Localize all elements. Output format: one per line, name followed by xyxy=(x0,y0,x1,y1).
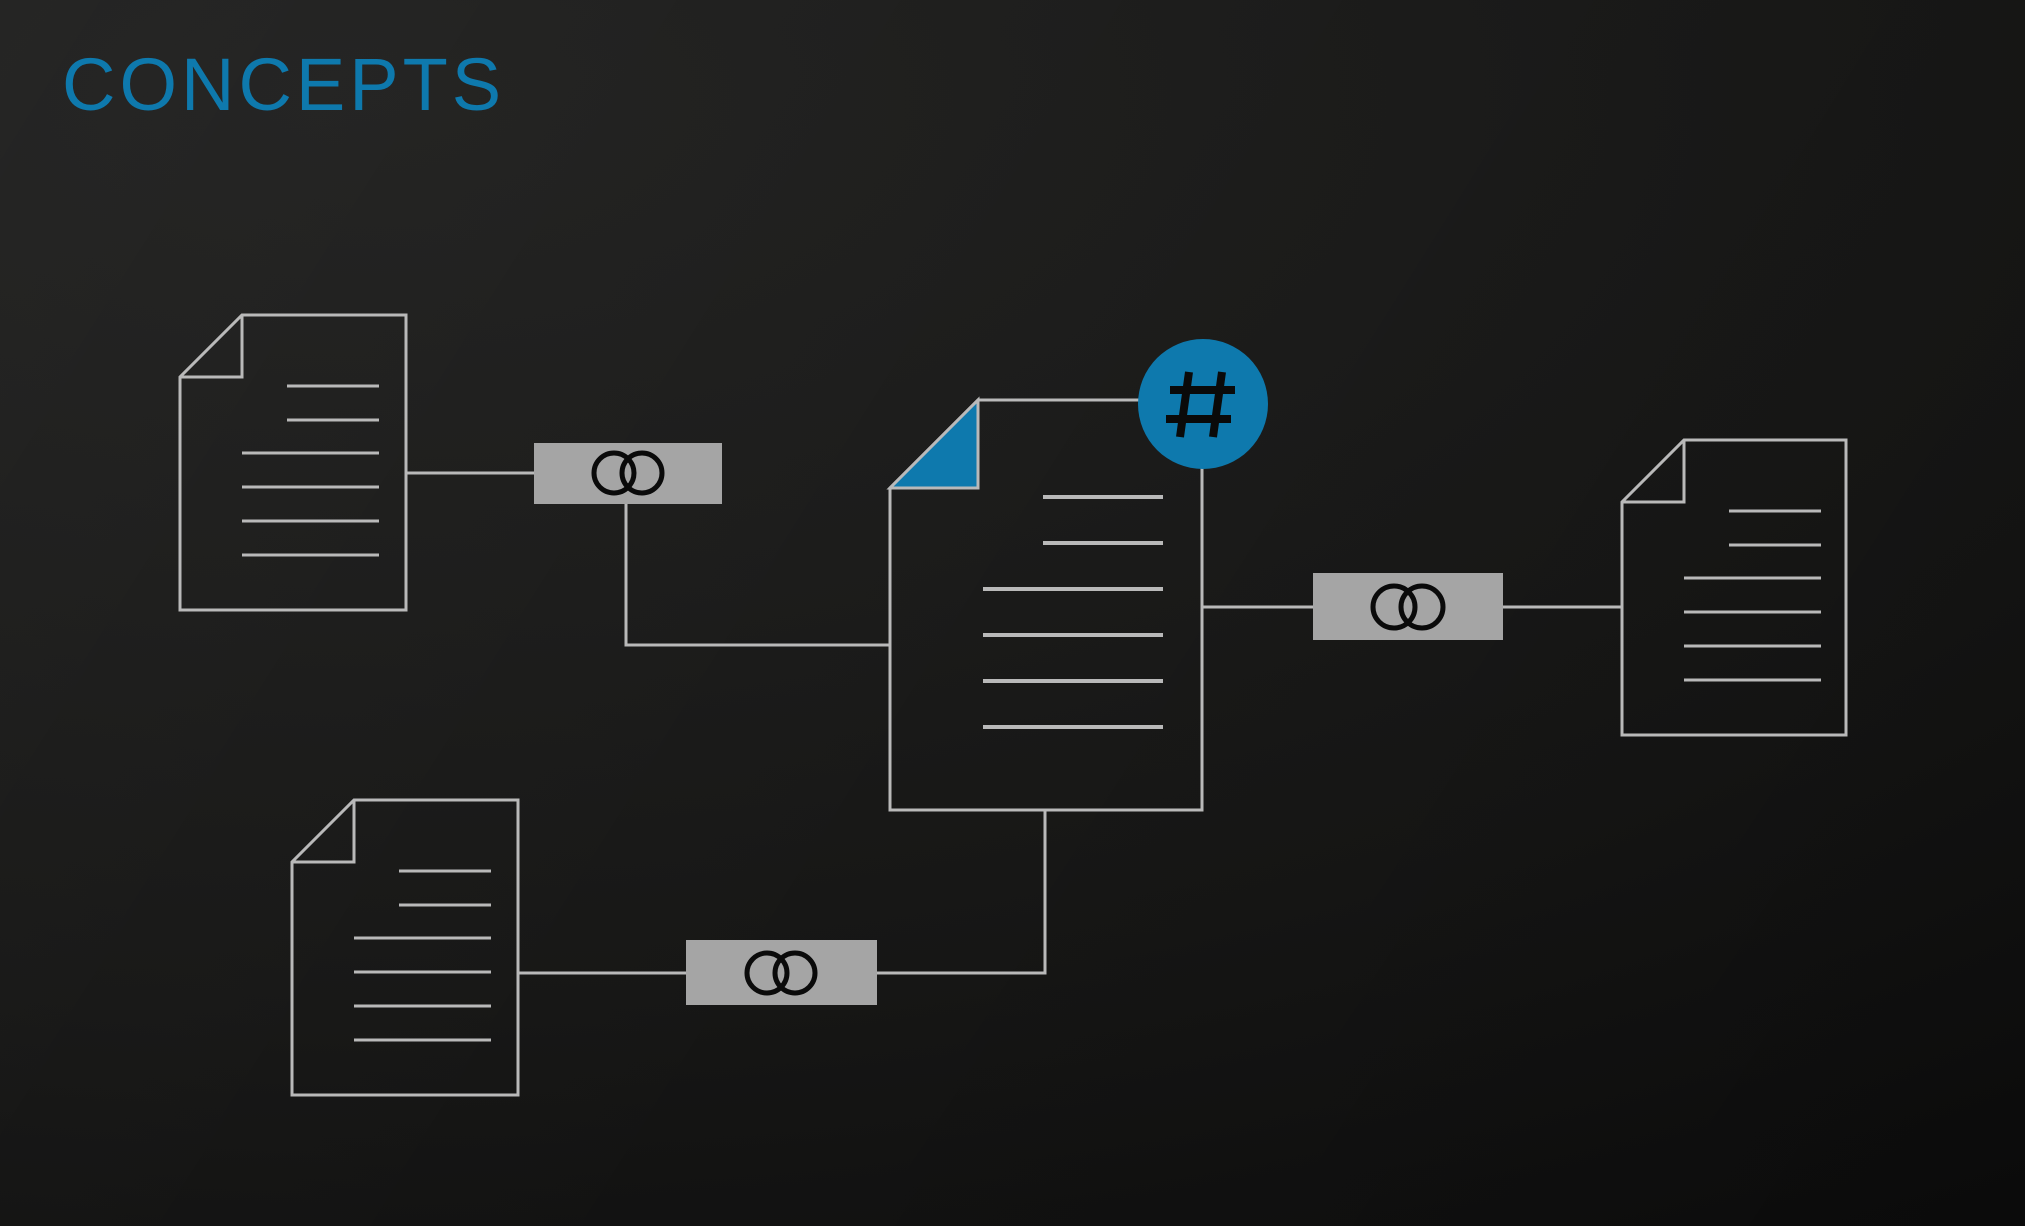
edge-connector1-to-central xyxy=(624,504,890,647)
venn-overlap-icon xyxy=(744,950,818,996)
hash-icon xyxy=(1166,371,1235,438)
document-text-lines xyxy=(354,869,491,1042)
badge-circle xyxy=(1138,339,1268,469)
edge-layer xyxy=(406,471,1622,975)
document-outline xyxy=(178,313,408,612)
relation-bottom[interactable] xyxy=(686,940,877,1005)
document-text-lines xyxy=(1684,509,1821,682)
connector-box xyxy=(1313,573,1503,640)
document-fold-icon xyxy=(1622,440,1686,504)
connector-box xyxy=(686,940,877,1005)
document-top-left[interactable] xyxy=(178,313,408,612)
document-outline xyxy=(1620,438,1848,737)
relation-right[interactable] xyxy=(1313,573,1503,640)
document-text-lines xyxy=(242,384,379,557)
venn-overlap-icon xyxy=(1370,583,1446,631)
hash-tag-badge[interactable] xyxy=(1138,339,1268,469)
page-title: CONCEPTS xyxy=(62,43,506,126)
document-text-lines xyxy=(983,495,1163,729)
document-fold-icon xyxy=(292,800,356,864)
edge-connector3-to-central xyxy=(877,810,1047,975)
document-right[interactable] xyxy=(1620,438,1848,737)
venn-overlap-icon xyxy=(591,450,665,496)
document-bottom-left[interactable] xyxy=(290,798,520,1097)
relation-top-left[interactable] xyxy=(534,443,722,504)
document-central[interactable] xyxy=(886,396,1204,812)
document-outline xyxy=(290,798,520,1097)
connector-box xyxy=(534,443,722,504)
document-fold-accent xyxy=(886,396,980,490)
document-fold-icon xyxy=(180,315,244,379)
